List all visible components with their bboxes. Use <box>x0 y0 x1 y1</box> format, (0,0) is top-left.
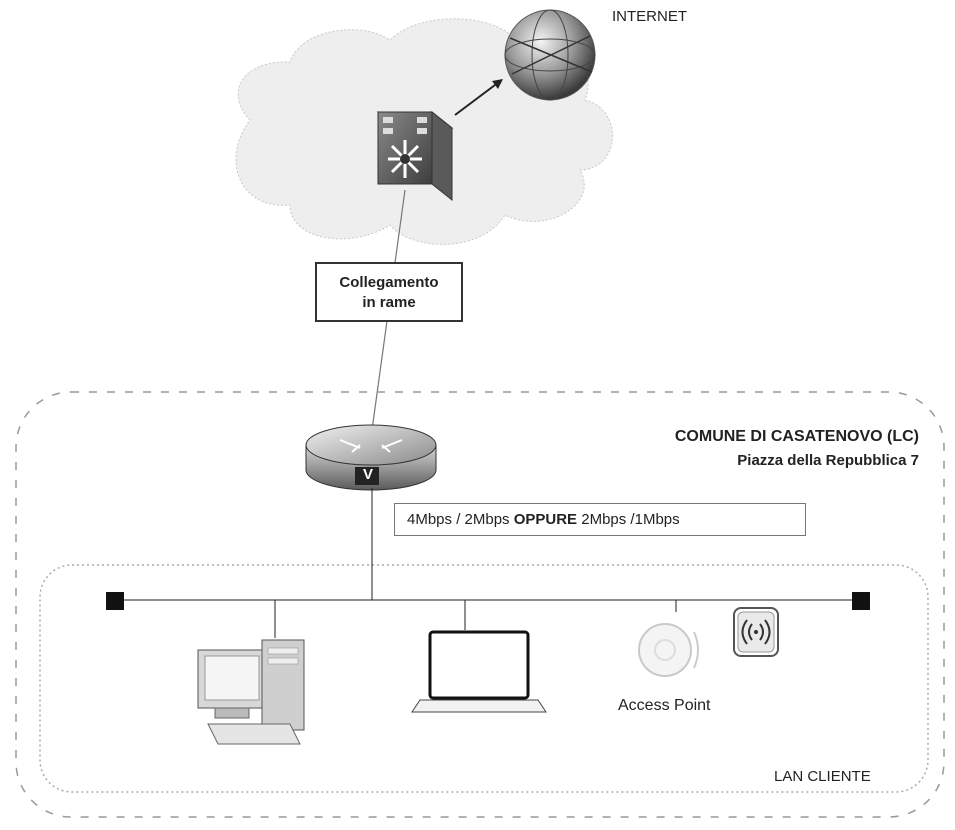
bandwidth-emphasis: OPPURE <box>513 511 578 528</box>
access-point-label: Access Point <box>618 697 711 714</box>
terminator-icon <box>852 592 870 610</box>
internet-label: INTERNET <box>612 8 687 25</box>
switch-icon <box>376 110 454 202</box>
bandwidth-part2: 2Mbps /1Mbps <box>577 511 680 528</box>
bandwidth-box: 4Mbps / 2Mbps OPPURE 2Mbps /1Mbps <box>394 503 806 536</box>
site-boundary <box>15 391 945 818</box>
bandwidth-part1: 4Mbps / 2Mbps <box>407 511 514 528</box>
router-badge: V <box>362 466 373 483</box>
uplink-arrow <box>454 84 496 116</box>
laptop-icon <box>411 630 547 713</box>
terminator-icon <box>106 592 124 610</box>
copper-link-line1: Collegamento <box>339 274 439 291</box>
desktop-pc-icon <box>197 639 305 745</box>
lan-boundary <box>39 564 929 793</box>
globe-icon <box>504 9 596 101</box>
lan-label: LAN CLIENTE <box>774 768 871 785</box>
copper-link-label: Collegamento in rame <box>315 262 463 322</box>
copper-link-line2: in rame <box>362 294 416 311</box>
router-icon <box>305 424 437 491</box>
site-address: Piazza della Repubblica 7 <box>737 452 919 469</box>
access-point-icon <box>638 623 699 677</box>
wireless-icon <box>733 607 779 657</box>
site-name: COMUNE DI CASATENOVO (LC) <box>674 428 919 445</box>
